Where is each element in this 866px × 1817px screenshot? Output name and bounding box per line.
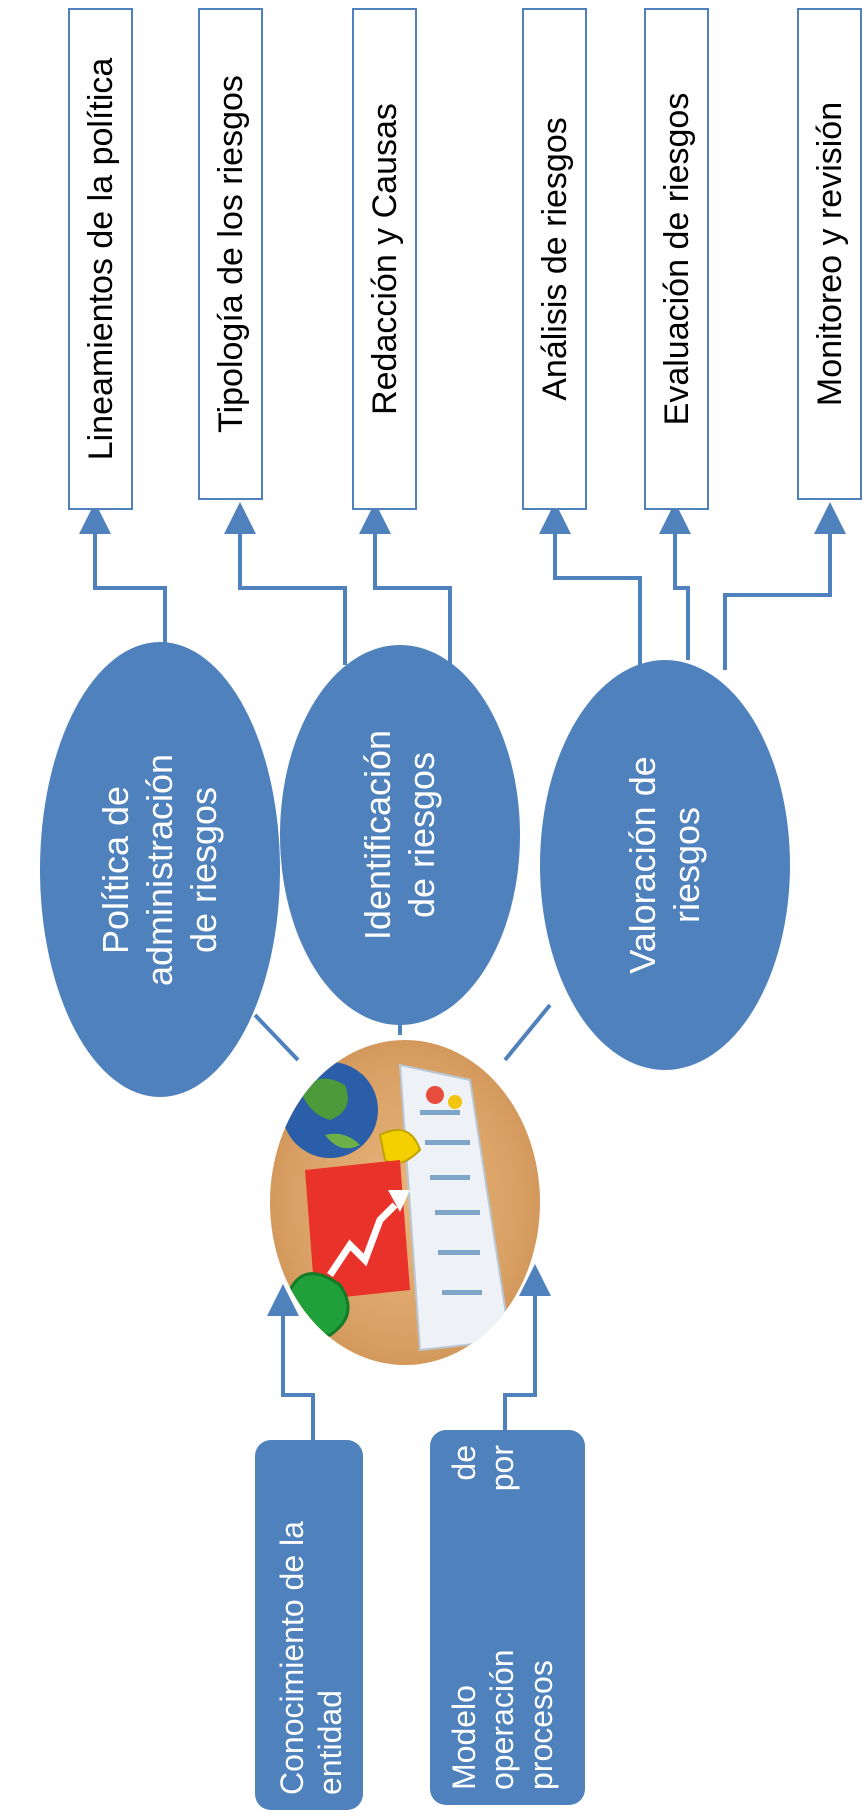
step-box-lineamientos: Lineamientos de la política xyxy=(68,8,133,510)
stage-label: Política de administración de riesgos xyxy=(94,753,226,985)
step-label: Monitoreo y revisión xyxy=(810,101,849,407)
step-box-analisis: Análisis de riesgos xyxy=(522,8,587,510)
stage-identificacion: Identificación de riesgos xyxy=(280,645,520,1025)
input-label-word: operación xyxy=(484,1649,521,1790)
stage-label: Valoración de riesgos xyxy=(621,756,709,973)
step-label: Tipología de los riesgos xyxy=(211,75,250,433)
stage-label-line: de riesgos xyxy=(182,786,224,953)
stage-label-line: Valoración de xyxy=(622,756,664,974)
step-label: Lineamientos de la política xyxy=(81,57,120,461)
stage-politica: Política de administración de riesgos xyxy=(40,642,280,1097)
input-box-conocimiento: Conocimiento de la entidad xyxy=(255,1440,363,1810)
step-box-evaluacion: Evaluación de riesgos xyxy=(644,8,709,510)
input-label-line: Conocimiento de la xyxy=(274,1521,310,1795)
input-label-word: de xyxy=(446,1445,482,1481)
input-box-modelo: Modelo de operación por procesos xyxy=(430,1430,585,1805)
step-box-redaccion: Redacción y Causas xyxy=(352,8,417,510)
stage-label-line: riesgos xyxy=(666,806,707,924)
step-box-monitoreo: Monitoreo y revisión xyxy=(797,8,862,500)
stage-label-line: Identificación xyxy=(357,729,399,941)
risk-illustration-image xyxy=(270,1040,540,1365)
step-label: Evaluación de riesgos xyxy=(657,92,696,426)
step-label: Redacción y Causas xyxy=(365,103,404,415)
input-label-line: Modelo de xyxy=(445,1445,483,1790)
step-box-tipologia: Tipología de los riesgos xyxy=(198,8,263,500)
stage-label-line: de riesgos xyxy=(401,751,442,919)
input-label-word: por xyxy=(484,1445,521,1492)
input-label-line: procesos xyxy=(522,1660,559,1790)
stage-label: Identificación de riesgos xyxy=(356,730,444,940)
stage-label-line: administración xyxy=(139,753,181,986)
input-label-word: Modelo xyxy=(446,1685,482,1790)
stage-label-line: Política de xyxy=(95,785,137,954)
risk-illustration-icon xyxy=(270,1040,540,1365)
input-label: Conocimiento de la entidad xyxy=(273,1521,350,1795)
input-label: Modelo de operación por procesos xyxy=(445,1445,560,1790)
input-label-line: entidad xyxy=(312,1690,349,1795)
stage-valoracion: Valoración de riesgos xyxy=(540,660,790,1070)
step-label: Análisis de riesgos xyxy=(535,117,574,401)
input-label-line: operación por xyxy=(483,1445,521,1790)
